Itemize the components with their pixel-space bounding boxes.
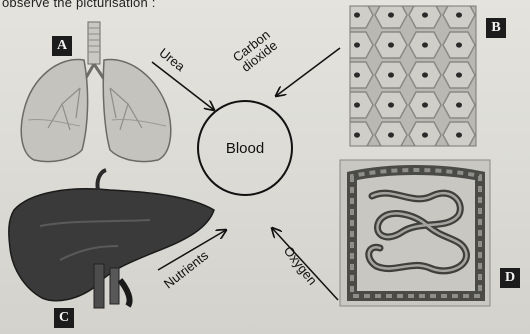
panel-b-label: B [486, 18, 506, 38]
blood-label: Blood [199, 102, 291, 194]
liver-illustration [9, 170, 214, 308]
intestine-illustration [340, 160, 490, 306]
carbon-dioxide-arrow [276, 48, 340, 96]
panel-a-label: A [52, 36, 72, 56]
cells-illustration [350, 6, 476, 146]
panel-d-label: D [500, 268, 520, 288]
lungs-illustration [21, 22, 171, 162]
panel-c-label: C [54, 308, 74, 328]
blood-circle: Blood [197, 100, 293, 196]
